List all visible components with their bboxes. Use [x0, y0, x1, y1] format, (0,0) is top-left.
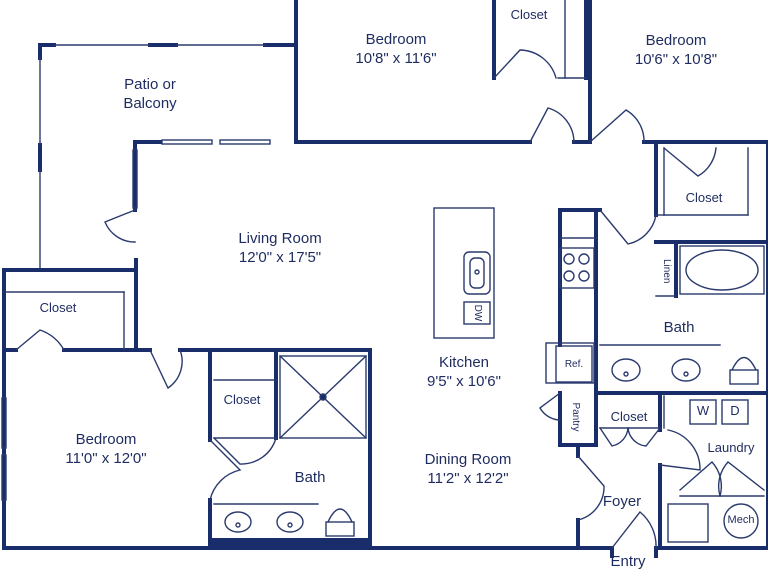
closet-label: Closet	[223, 392, 261, 407]
room-entry: Entry	[598, 552, 658, 571]
room-name: Kitchen	[438, 354, 490, 371]
room-name: Bedroom	[75, 431, 137, 448]
room-name: Bath	[663, 319, 695, 336]
room-bedroom-top-left: Bedroom 10'8" x 11'6"	[332, 30, 460, 68]
room-size: 12'0" x 17'5"	[238, 249, 322, 266]
room-name: Dining Room	[424, 451, 512, 468]
room-foyer: Foyer	[590, 492, 654, 511]
closet-right: Closet	[674, 190, 734, 206]
closet-left: Closet	[28, 300, 88, 316]
room-laundry: Laundry	[696, 440, 766, 456]
room-name: Bath	[294, 469, 326, 486]
room-size: 11'2" x 12'2"	[427, 470, 509, 487]
room-living: Living Room 12'0" x 17'5"	[214, 229, 346, 267]
closet-label: Closet	[39, 300, 77, 315]
dw-text: DW	[472, 304, 483, 322]
room-name: Foyer	[602, 493, 642, 510]
dryer-text: D	[730, 403, 740, 418]
washer-label: W	[690, 403, 716, 418]
room-bath-left: Bath	[276, 468, 344, 487]
closet-foyer: Closet	[600, 409, 658, 425]
room-size: 9'5" x 10'6"	[427, 373, 501, 390]
room-name: Bedroom	[645, 32, 707, 49]
room-patio: Patio or Balcony	[94, 75, 206, 113]
refrigerator-label: Ref.	[560, 359, 588, 371]
washer-text: W	[696, 403, 710, 418]
closet-label: Closet	[610, 409, 648, 424]
ref-text: Ref.	[564, 359, 584, 370]
room-bedroom-top-right: Bedroom 10'6" x 10'8"	[614, 31, 738, 69]
patio-line2: Balcony	[123, 95, 177, 112]
dryer-label: D	[722, 403, 748, 418]
linen-label: Linen	[660, 259, 672, 284]
closet-bath: Closet	[212, 392, 272, 408]
closet-label: Closet	[510, 7, 548, 22]
room-size: 10'6" x 10'8"	[634, 51, 718, 68]
room-bedroom-left: Bedroom 11'0" x 12'0"	[46, 430, 166, 468]
closet-top: Closet	[500, 7, 558, 23]
pantry-text: Pantry	[570, 402, 581, 432]
room-name: Entry	[610, 553, 646, 570]
patio-line1: Patio or	[124, 76, 176, 93]
room-name: Laundry	[707, 440, 755, 455]
mech-text: Mech	[727, 514, 755, 526]
room-size: 10'8" x 11'6"	[355, 50, 437, 67]
linen-text: Linen	[661, 259, 672, 284]
room-name: Living Room	[238, 230, 322, 247]
mech-label: Mech	[722, 514, 760, 526]
room-bath-right: Bath	[644, 318, 714, 337]
pantry-label: Pantry	[569, 394, 581, 440]
closet-label: Closet	[685, 190, 723, 205]
dishwasher-label: DW	[471, 301, 483, 325]
room-name: Bedroom	[365, 31, 427, 48]
room-size: 11'0" x 12'0"	[65, 450, 147, 467]
room-dining: Dining Room 11'2" x 12'2"	[400, 450, 536, 488]
room-kitchen: Kitchen 9'5" x 10'6"	[404, 353, 524, 391]
